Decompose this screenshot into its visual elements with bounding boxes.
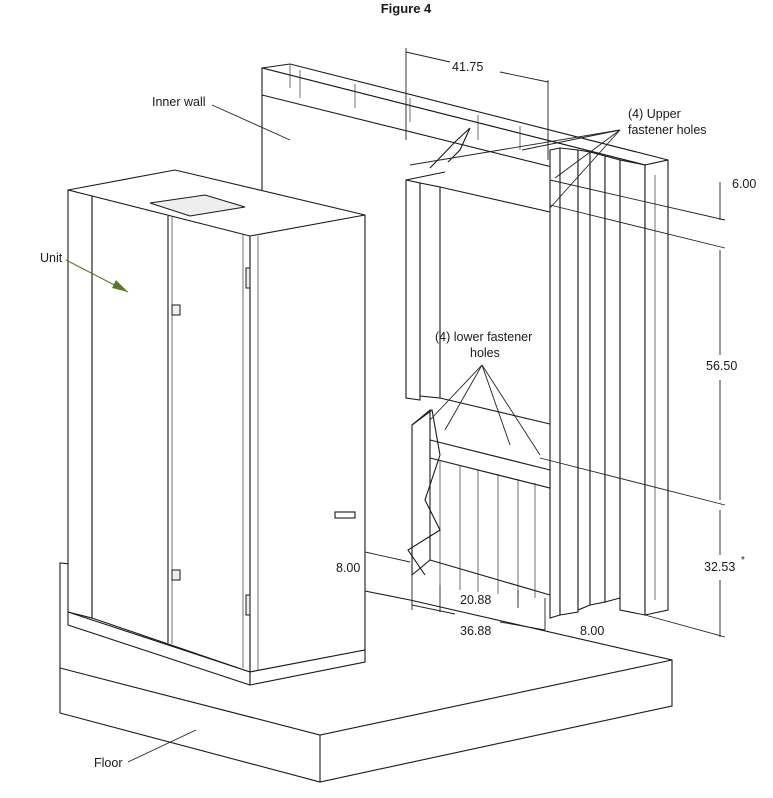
- dim-lower-height: 32.53: [704, 560, 735, 574]
- lower-holes-label: (4) lower fastener: [435, 330, 532, 344]
- floor-label: Floor: [94, 756, 122, 770]
- leader-lines: [65, 104, 621, 763]
- dimension-lines: [364, 48, 726, 638]
- dim-outer-spacing: 36.88: [460, 624, 491, 638]
- unit-cabinet: [67, 169, 366, 686]
- vent-slot: [334, 511, 356, 519]
- inner-wall-label: Inner wall: [152, 95, 206, 109]
- dim-lower-height-mark: *: [741, 555, 745, 566]
- lower-handle-icon: [171, 569, 181, 581]
- inner-wall: [261, 63, 669, 619]
- upper-holes-label-2: fastener holes: [628, 123, 707, 137]
- upper-holes-label: (4) Upper: [628, 107, 681, 121]
- dim-left-offset: 8.00: [336, 561, 360, 575]
- lower-holes-label-2: holes: [470, 346, 500, 360]
- dim-mid-height: 56.50: [706, 359, 737, 373]
- dim-inner-spacing: 20.88: [460, 593, 491, 607]
- dim-right-offset: 8.00: [580, 624, 604, 638]
- figure-title: Figure 4: [381, 1, 432, 16]
- upper-handle-icon: [171, 304, 181, 316]
- dim-top-width: 41.75: [452, 60, 483, 74]
- unit-label: Unit: [40, 251, 63, 265]
- dim-upper-offset: 6.00: [732, 177, 756, 191]
